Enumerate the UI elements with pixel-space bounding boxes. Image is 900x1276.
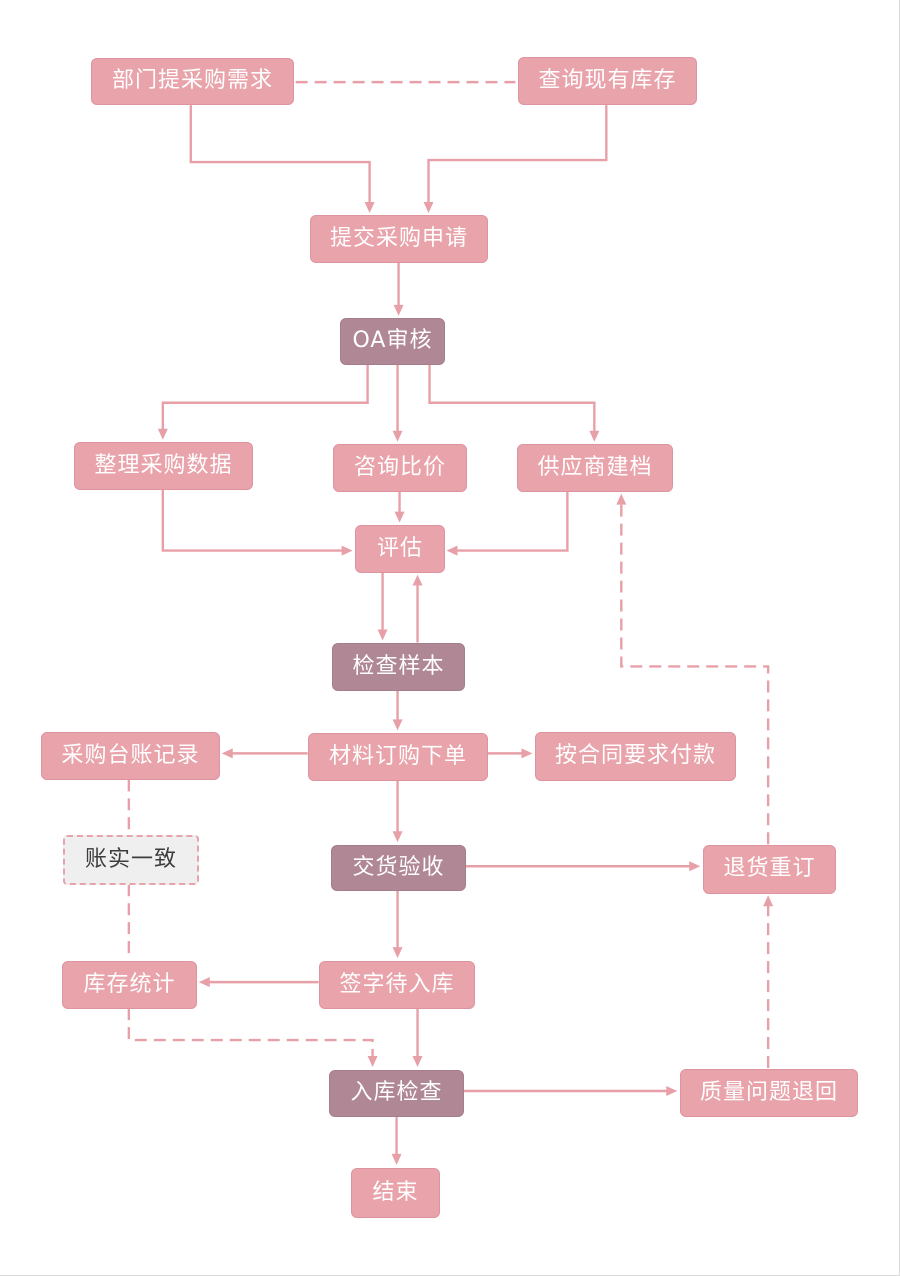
edge-inventory-stats-to-warehouse-check	[127, 1008, 374, 1059]
node-label-department-demand: 部门提采购需求	[111, 68, 273, 94]
node-ledger-record: 采购台账记录	[41, 732, 220, 780]
arrowhead-quality-return-to-return-reorder	[763, 895, 774, 907]
node-label-delivery-acceptance: 交货验收	[352, 854, 445, 880]
arrowhead-order-materials-to-delivery-acceptance	[392, 831, 403, 843]
node-label-organize-data: 整理采购数据	[94, 452, 233, 478]
arrowhead-check-sample-to-evaluate	[412, 574, 423, 586]
arrowhead-oa-review-to-organize-data	[157, 428, 168, 440]
node-label-sign-pending: 签字待入库	[339, 971, 455, 997]
arrowhead-delivery-acceptance-to-sign-pending	[392, 947, 403, 959]
arrowhead-oa-review-to-price-inquiry	[392, 430, 403, 442]
node-submit-request: 提交采购申请	[310, 215, 488, 263]
node-check-sample: 检查样本	[332, 643, 465, 691]
node-label-inventory-stats: 库存统计	[83, 971, 176, 997]
node-end: 结束	[351, 1168, 440, 1218]
edge-organize-data-to-evaluate	[161, 489, 344, 552]
edge-oa-review-to-organize-data	[161, 364, 369, 431]
node-department-demand: 部门提采购需求	[91, 58, 294, 105]
node-account-match: 账实一致	[63, 835, 199, 885]
node-label-order-materials: 材料订购下单	[328, 743, 467, 769]
node-delivery-acceptance: 交货验收	[331, 845, 466, 891]
node-sign-pending: 签字待入库	[319, 961, 475, 1009]
arrowhead-organize-data-to-evaluate	[341, 545, 353, 556]
arrowhead-order-materials-to-ledger-record	[221, 748, 233, 759]
node-label-account-match: 账实一致	[84, 846, 177, 872]
arrowhead-department-demand-to-submit-request	[364, 201, 375, 213]
arrowhead-inventory-stats-to-warehouse-check	[367, 1056, 378, 1068]
arrowhead-check-sample-to-order-materials	[392, 719, 403, 731]
node-label-oa-review: OA审核	[352, 328, 433, 354]
node-label-return-reorder: 退货重订	[723, 856, 816, 882]
node-label-price-inquiry: 咨询比价	[353, 454, 446, 480]
arrowhead-supplier-filing-to-evaluate	[446, 545, 458, 556]
arrowhead-warehouse-check-to-end	[391, 1153, 402, 1165]
node-inventory-stats: 库存统计	[62, 961, 197, 1009]
node-contract-payment: 按合同要求付款	[535, 732, 736, 781]
arrowhead-submit-request-to-oa-review	[393, 304, 404, 316]
node-label-warehouse-check: 入库检查	[350, 1080, 443, 1106]
node-return-reorder: 退货重订	[703, 845, 836, 894]
arrowhead-sign-pending-to-inventory-stats	[198, 977, 210, 988]
edge-supplier-filing-to-evaluate	[455, 491, 569, 552]
arrowhead-warehouse-check-to-quality-return	[666, 1086, 678, 1096]
arrowhead-sign-pending-to-warehouse-check	[412, 1056, 423, 1068]
arrowhead-check-inventory-to-submit-request	[423, 201, 434, 213]
edge-check-inventory-to-submit-request	[427, 105, 608, 204]
node-label-quality-return: 质量问题退回	[699, 1079, 838, 1105]
edge-return-reorder-to-supplier-filing	[620, 502, 770, 845]
node-organize-data: 整理采购数据	[74, 442, 253, 490]
arrowhead-order-materials-to-contract-payment	[521, 748, 533, 759]
node-label-check-sample: 检查样本	[352, 653, 445, 679]
arrowhead-oa-review-to-supplier-filing	[589, 430, 600, 442]
arrowhead-price-inquiry-to-evaluate	[394, 511, 405, 523]
arrowhead-return-reorder-to-supplier-filing	[616, 493, 627, 505]
node-evaluate: 评估	[355, 525, 445, 573]
node-label-submit-request: 提交采购申请	[329, 225, 468, 251]
node-supplier-filing: 供应商建档	[517, 444, 673, 492]
node-check-inventory: 查询现有库存	[518, 57, 697, 105]
node-quality-return: 质量问题退回	[680, 1069, 858, 1117]
node-price-inquiry: 咨询比价	[333, 444, 467, 492]
node-label-check-inventory: 查询现有库存	[538, 67, 677, 93]
node-order-materials: 材料订购下单	[308, 733, 488, 781]
node-warehouse-check: 入库检查	[329, 1070, 464, 1117]
node-oa-review: OA审核	[340, 318, 445, 365]
edge-department-demand-to-submit-request	[189, 105, 371, 204]
node-label-end: 结束	[372, 1179, 419, 1205]
arrowhead-delivery-acceptance-to-return-reorder	[689, 861, 701, 872]
edge-oa-review-to-supplier-filing	[428, 364, 596, 433]
node-label-evaluate: 评估	[376, 535, 423, 561]
node-label-contract-payment: 按合同要求付款	[554, 743, 716, 769]
node-label-supplier-filing: 供应商建档	[537, 454, 653, 480]
arrowhead-evaluate-to-check-sample	[377, 629, 388, 641]
node-label-ledger-record: 采购台账记录	[61, 742, 200, 768]
